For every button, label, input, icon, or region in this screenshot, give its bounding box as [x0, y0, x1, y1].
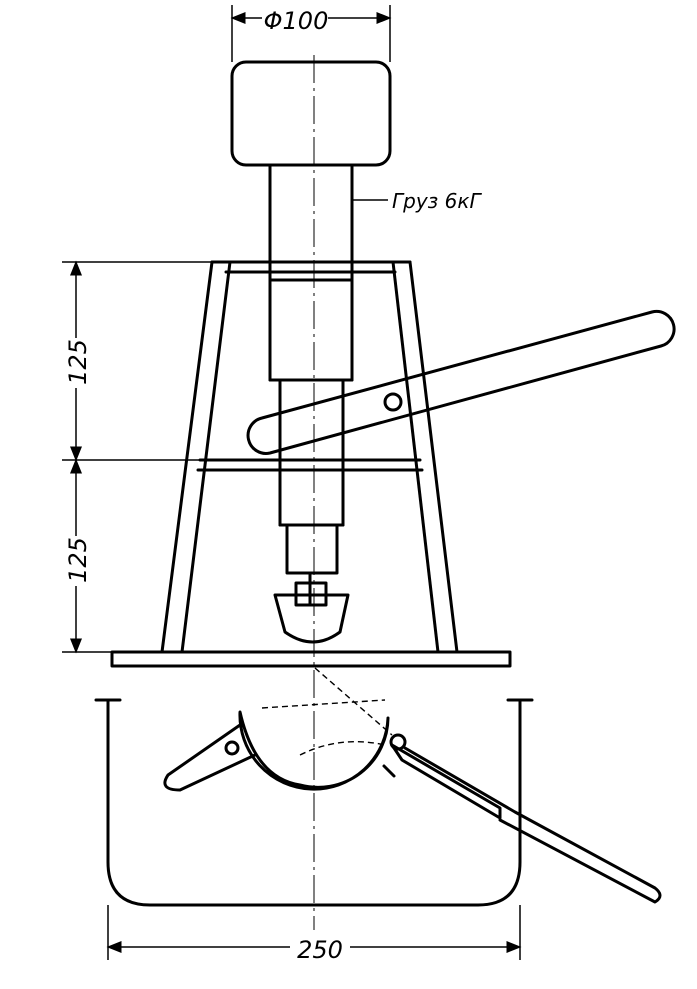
weight-cap	[230, 60, 392, 167]
weight-shaft	[268, 163, 354, 575]
clamp-assembly	[163, 667, 662, 904]
top-diameter-label: Φ100	[264, 7, 329, 35]
height-dimensions: 125 125	[62, 260, 212, 654]
top-diameter-dimension: Φ100	[230, 3, 392, 62]
weight-callout: Груз 6кГ	[352, 189, 482, 213]
upper-height-label: 125	[64, 339, 92, 385]
tripod-frame	[160, 260, 459, 654]
basin	[94, 698, 534, 907]
base-width-label: 250	[297, 936, 343, 964]
lever-pivot-bolt	[383, 392, 403, 412]
plunger-tip	[285, 523, 339, 575]
base-plate	[110, 650, 512, 668]
lower-height-label: 125	[64, 537, 92, 583]
sample-holder	[273, 573, 350, 644]
weight-label: Груз 6кГ	[392, 189, 482, 213]
lever-arm	[246, 309, 676, 455]
basin-width-dimension: 250	[106, 905, 522, 964]
